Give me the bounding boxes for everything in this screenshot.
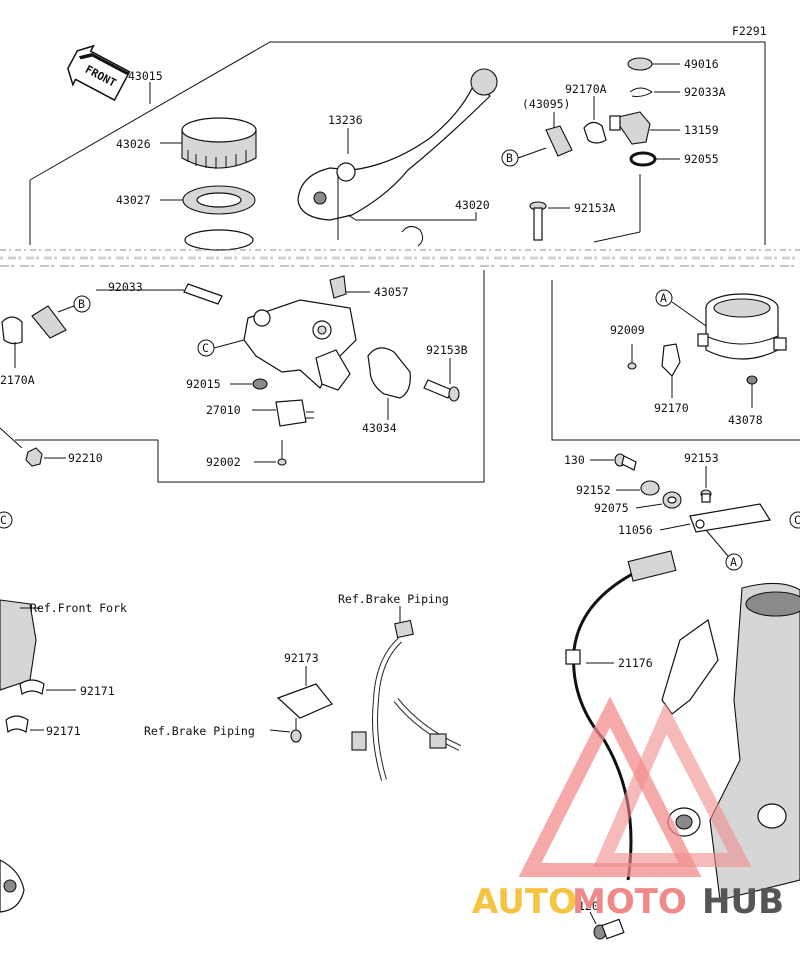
o-ring-92055 bbox=[629, 151, 657, 167]
reservoir-diaphragm bbox=[182, 185, 256, 215]
label-120: 120 bbox=[578, 899, 599, 913]
label-92075: 92075 bbox=[594, 501, 629, 515]
label-92152: 92152 bbox=[576, 483, 611, 497]
label-92153A: 92153A bbox=[574, 201, 616, 215]
front-fork-left bbox=[0, 599, 37, 913]
clamp-43034 bbox=[367, 347, 411, 399]
label-130: 130 bbox=[564, 453, 585, 467]
label-43095: (43095) bbox=[522, 97, 570, 111]
scan-noise-band bbox=[0, 249, 800, 267]
label-92009: 92009 bbox=[610, 323, 645, 337]
callout-a-reservoir-label: A bbox=[660, 291, 667, 305]
label-92033A: 92033A bbox=[684, 85, 726, 99]
screw-92009 bbox=[627, 344, 637, 370]
watermark-text-hub: HUB bbox=[702, 882, 784, 922]
watermark-triangle-icon-2 bbox=[593, 701, 752, 867]
bracket-11056 bbox=[689, 503, 771, 533]
label-43078: 43078 bbox=[728, 413, 763, 427]
label-ref-brake-piping-top: Ref.Brake Piping bbox=[338, 592, 449, 606]
bolt-92153 bbox=[700, 489, 712, 503]
callout-c-left bbox=[0, 511, 13, 529]
callout-b-left-label: B bbox=[78, 297, 85, 311]
label-43026: 43026 bbox=[116, 137, 151, 151]
callout-b-left bbox=[73, 295, 91, 313]
circlip-92033A bbox=[629, 87, 653, 97]
master-cylinder-body bbox=[243, 299, 357, 391]
figure-code: F2291 bbox=[732, 24, 767, 38]
label-92015: 92015 bbox=[186, 377, 221, 391]
piston-43095 bbox=[545, 125, 573, 157]
label-92153: 92153 bbox=[684, 451, 719, 465]
piston-left bbox=[31, 305, 67, 339]
screw-92002 bbox=[277, 440, 287, 466]
clip-92171-a bbox=[19, 679, 45, 695]
watermark-text-moto: MOTO bbox=[572, 882, 687, 922]
brake-lever bbox=[297, 68, 498, 240]
bolt-92153A bbox=[529, 201, 547, 241]
bleeder-43057 bbox=[329, 275, 347, 299]
pin-92033 bbox=[183, 283, 223, 305]
fitting-13159 bbox=[609, 111, 651, 145]
callout-c-body-label: C bbox=[202, 341, 209, 355]
grommet-92075 bbox=[662, 491, 682, 509]
label-92170A-left: 2170A bbox=[0, 373, 35, 387]
watermark-triangle-icon bbox=[518, 696, 702, 877]
lever-clip bbox=[401, 226, 424, 247]
label-92002: 92002 bbox=[206, 455, 241, 469]
grommet-49016 bbox=[627, 57, 653, 71]
label-13159: 13159 bbox=[684, 123, 719, 137]
bolt-92153B bbox=[423, 379, 460, 402]
label-92173: 92173 bbox=[284, 651, 319, 665]
clip-92171-b bbox=[5, 715, 29, 734]
label-27010: 27010 bbox=[206, 403, 241, 417]
label-43034: 43034 bbox=[362, 421, 397, 435]
label-92055: 92055 bbox=[684, 152, 719, 166]
label-21176: 21176 bbox=[618, 656, 653, 670]
watermark-logo: AUTO MOTO HUB bbox=[472, 696, 784, 922]
hose-clamp-left bbox=[1, 316, 23, 345]
watermark-text-auto: AUTO bbox=[472, 882, 577, 922]
callout-c-left-label: C bbox=[0, 513, 7, 527]
label-43020: 43020 bbox=[455, 198, 490, 212]
bracket-92170 bbox=[661, 343, 681, 377]
bolt-130 bbox=[614, 453, 637, 471]
brake-piping-center bbox=[351, 619, 462, 781]
label-92033: 92033 bbox=[108, 280, 143, 294]
callout-b-top-label: B bbox=[506, 151, 513, 165]
collar-92152 bbox=[640, 480, 660, 496]
reservoir-cap bbox=[181, 117, 257, 169]
hose-clamp-92170A bbox=[583, 121, 607, 144]
label-92171-b: 92171 bbox=[46, 724, 81, 738]
label-92170: 92170 bbox=[654, 401, 689, 415]
label-92170A-top: 92170A bbox=[565, 82, 607, 96]
callout-a-reservoir bbox=[655, 289, 673, 307]
label-ref-brake-piping-left: Ref.Brake Piping bbox=[144, 724, 255, 738]
front-arrow-icon: FRONT bbox=[67, 44, 131, 102]
callout-a-bracket-label: A bbox=[730, 555, 737, 569]
callout-c-right-label: C bbox=[794, 513, 800, 527]
label-92153B: 92153B bbox=[426, 343, 468, 357]
label-92171-a: 92171 bbox=[80, 684, 115, 698]
label-49016: 49016 bbox=[684, 57, 719, 71]
callout-c-right bbox=[789, 511, 800, 529]
nut-92015 bbox=[252, 378, 268, 390]
bracket-92173 bbox=[276, 683, 333, 743]
reservoir-43078 bbox=[697, 293, 787, 385]
label-11056: 11056 bbox=[618, 523, 653, 537]
assembly-boundary bbox=[15, 41, 800, 483]
reservoir-seal bbox=[184, 229, 254, 251]
label-92210: 92210 bbox=[68, 451, 103, 465]
nut-92210 bbox=[25, 447, 43, 467]
callout-a-bracket bbox=[725, 553, 743, 571]
label-43057: 43057 bbox=[374, 285, 409, 299]
label-ref-front-fork: Ref.Front Fork bbox=[30, 601, 127, 615]
label-43015: 43015 bbox=[128, 69, 163, 83]
switch-27010 bbox=[275, 399, 314, 427]
label-13236: 13236 bbox=[328, 113, 363, 127]
label-43027: 43027 bbox=[116, 193, 151, 207]
